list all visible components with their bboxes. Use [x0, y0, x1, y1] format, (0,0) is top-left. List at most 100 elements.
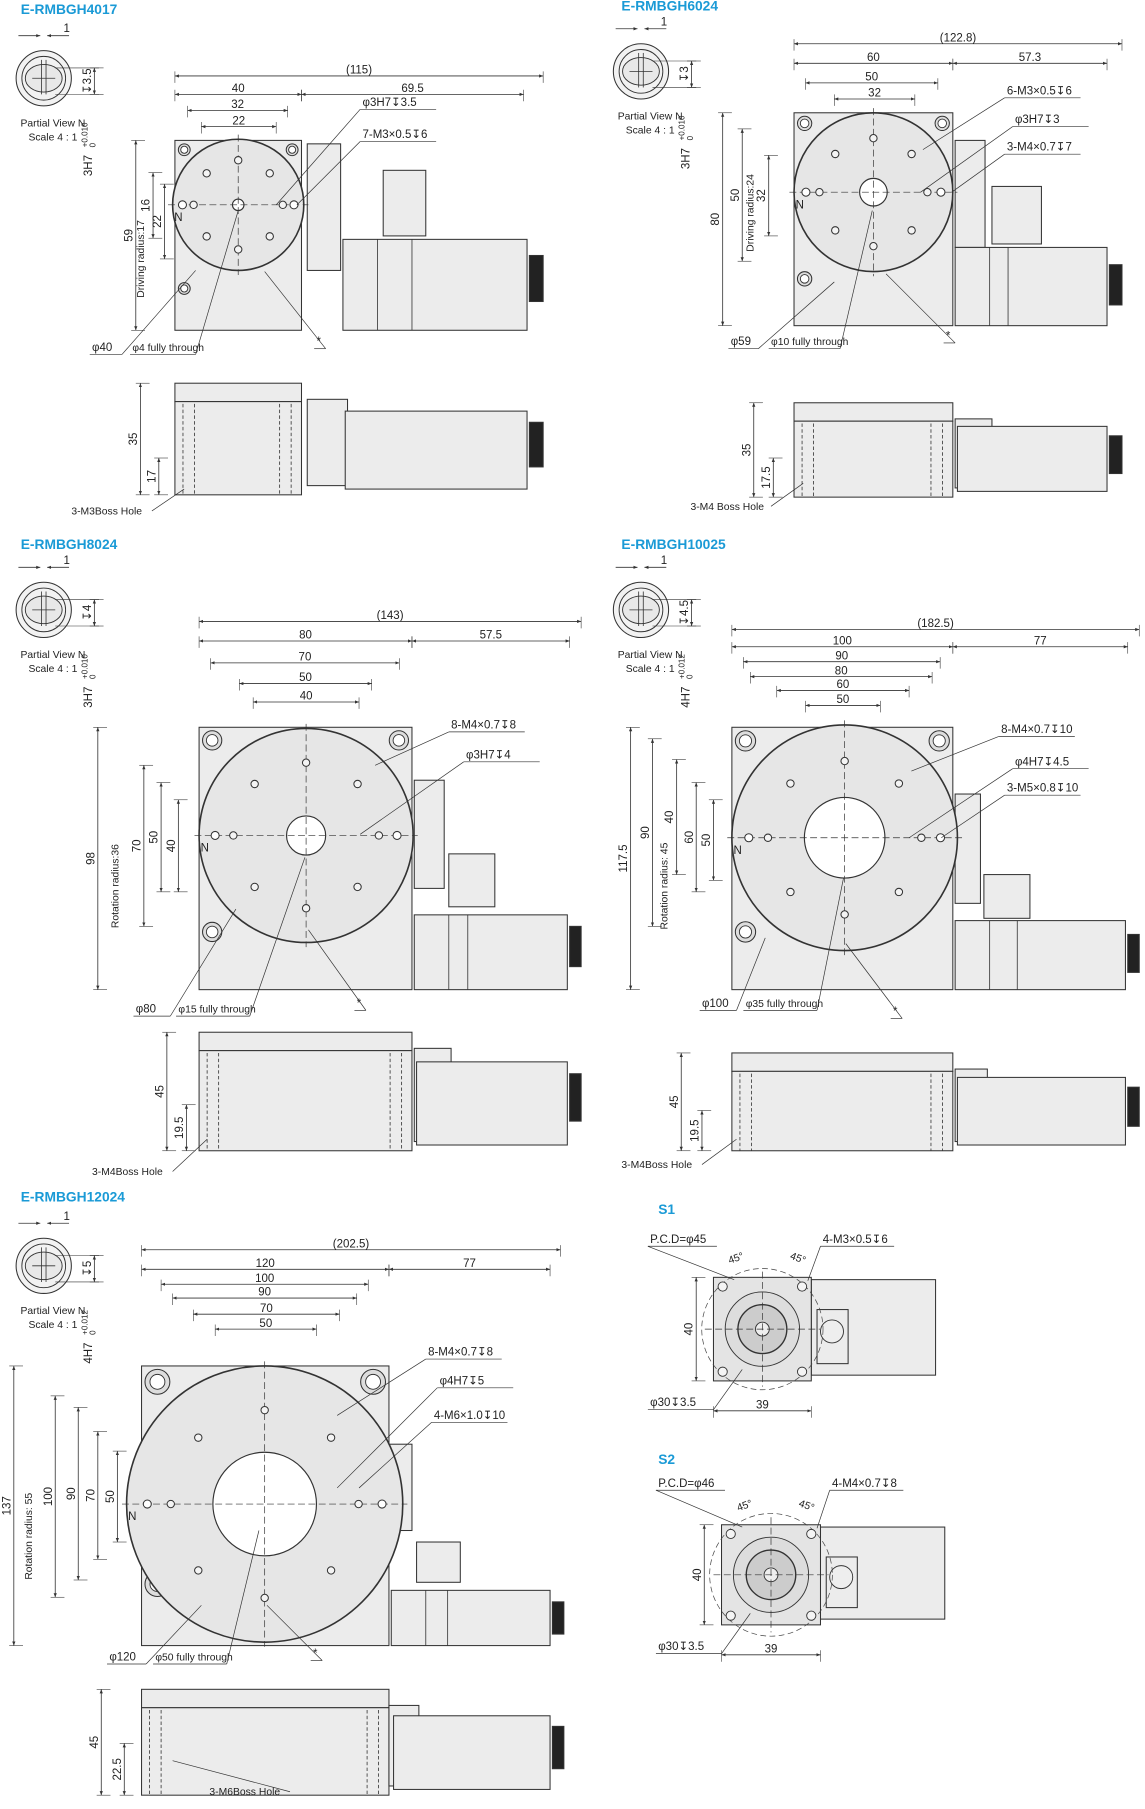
connector-pins: [829, 1565, 854, 1590]
tolerance-upper: +0.010: [80, 122, 89, 147]
tapped-hole: [786, 887, 795, 897]
dim-pitch-v: 50: [701, 834, 713, 847]
tapped-hole: [831, 149, 840, 159]
radius-label: Driving radius:24: [746, 174, 757, 252]
tapped-hole: [194, 1566, 203, 1575]
leader-line: [758, 281, 835, 349]
leader-line: [816, 877, 844, 1011]
motor-side: [416, 1061, 568, 1146]
dim-width: 60: [867, 52, 880, 64]
leader-line: [816, 1490, 831, 1529]
dim-motor: 57.5: [480, 630, 502, 642]
dim-motor: 69.5: [401, 83, 423, 95]
leader-line: [170, 908, 237, 1017]
pin-hole: [801, 187, 811, 197]
leader-line: [266, 1605, 323, 1661]
callout-thread: 8-M4×0.7↧8: [428, 1347, 493, 1359]
tolerance-base: 4H7: [83, 1343, 95, 1364]
partial-view-label: Partial View N: [618, 112, 683, 123]
leader-line: [770, 483, 804, 507]
model-title: E-RMBGH12024: [21, 1189, 126, 1204]
table-top: [174, 382, 303, 403]
view-n-marker: N: [796, 199, 804, 211]
boss-hole-label: 3-M4Boss Hole: [621, 1160, 692, 1171]
dim-pitch-h: 50: [259, 1318, 272, 1330]
callout-fully-through: φ35 fully through: [746, 999, 824, 1010]
leader-line: [655, 1489, 743, 1528]
motor-body: [954, 920, 1126, 991]
tolerance-depth: ↧3: [679, 66, 691, 82]
leader-line: [647, 1245, 735, 1280]
leader-line: [911, 736, 999, 772]
dim-side-height: 35: [741, 444, 753, 457]
callout-diameter: φ120: [109, 1652, 136, 1664]
tapped-hole: [894, 887, 904, 897]
tapped-hole: [797, 1366, 808, 1377]
dim-pitch-h: 70: [260, 1303, 273, 1315]
callout-thread: 3-M4×0.7↧7: [1007, 142, 1072, 154]
encoder-side: [569, 1073, 582, 1122]
leader-line: [336, 1387, 438, 1489]
tapped-hole: [301, 904, 311, 913]
dim-side-height: 45: [669, 1095, 681, 1108]
callout-star: *: [893, 1006, 898, 1018]
callout-fully-through: φ4 fully through: [132, 343, 204, 354]
pin-hole: [289, 200, 299, 210]
mounting-hole-inner: [149, 1373, 166, 1390]
mounting-hole-inner: [365, 1373, 381, 1390]
callout-thread: 6-M3×0.5↧6: [1007, 85, 1072, 97]
pin-hole: [210, 830, 220, 841]
table-top: [141, 1688, 390, 1709]
tolerance-depth: ↧4: [82, 604, 94, 621]
dim-pitch-h: 90: [835, 650, 848, 662]
boss-hole-label: 3-M6Boss Hole: [209, 1787, 280, 1798]
dim-overall: (182.5): [917, 618, 954, 630]
callout-bore: φ30↧3.5: [658, 1641, 704, 1653]
tapped-hole: [189, 200, 198, 210]
option-title: S1: [658, 1202, 675, 1217]
leader-line: [885, 273, 956, 344]
center-through-hole: [212, 1451, 318, 1557]
dim-height: 98: [85, 852, 97, 865]
leader-line: [264, 271, 326, 349]
tolerance-upper: +0.012: [80, 1310, 89, 1335]
driver-block: [954, 793, 981, 904]
callout-thread: φ3H7↧3.5: [362, 97, 416, 109]
angle-label: 45°: [789, 1251, 807, 1267]
mounting-hole-inner: [937, 118, 947, 129]
encoder-side: [551, 1725, 565, 1770]
tapped-hole: [831, 226, 840, 235]
view-n-marker: N: [201, 843, 209, 855]
pin-hole: [177, 200, 187, 210]
partial-view-ring: [21, 55, 67, 101]
callout-thread: φ3H7↧3: [1015, 114, 1060, 126]
mounting-hole-inner: [180, 284, 189, 293]
model-title: E-RMBGH8024: [21, 537, 118, 552]
dim-width: 100: [833, 635, 852, 647]
motor-side: [956, 425, 1108, 492]
leader-line: [713, 1369, 743, 1410]
callout-thread: 4-M6×1.0↧10: [434, 1410, 505, 1422]
dim-pitch-h: 50: [837, 694, 850, 706]
tapped-hole: [234, 156, 243, 165]
partial-view-dim: 1: [661, 555, 667, 567]
dim-motor: 77: [463, 1258, 476, 1270]
dim-pitch-v: 70: [85, 1489, 97, 1502]
callout-pcd: P.C.D=φ46: [658, 1478, 714, 1490]
mounting-hole-inner: [799, 274, 810, 284]
driver-block: [954, 139, 986, 248]
angle-label: 45°: [727, 1251, 745, 1267]
leader-line: [941, 794, 1005, 839]
partial-view-label: Partial View N: [21, 650, 86, 661]
leader-line: [721, 1613, 751, 1654]
housing: [793, 420, 954, 498]
dim-height: 137: [1, 1496, 13, 1515]
